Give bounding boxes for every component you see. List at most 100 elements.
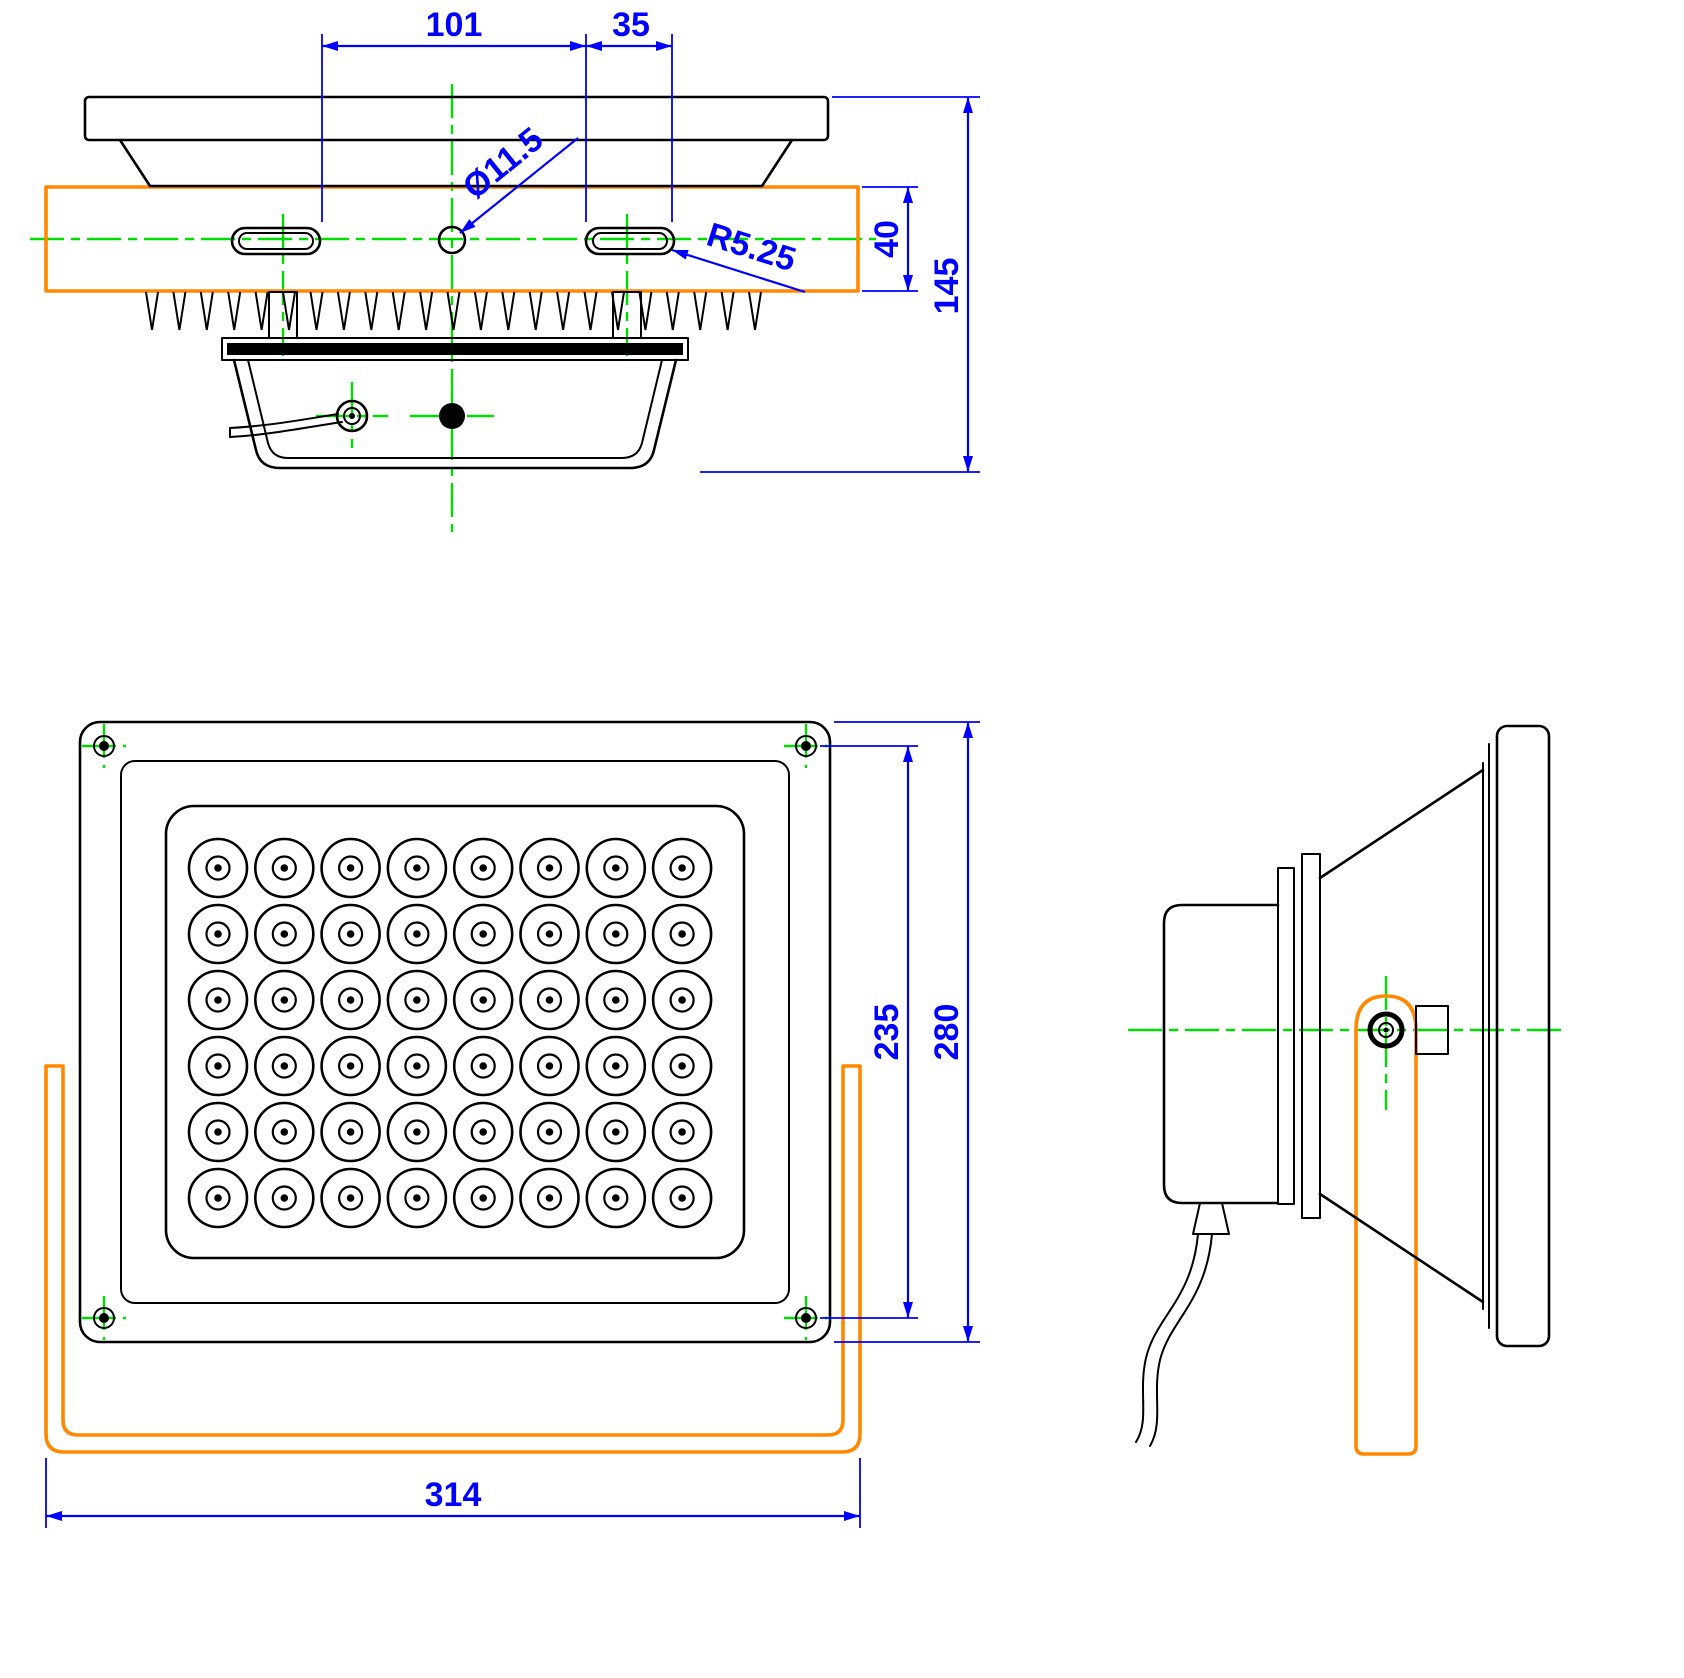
led-lens-inner bbox=[470, 1185, 496, 1211]
led-lens-inner bbox=[205, 1053, 231, 1079]
screw-center bbox=[801, 741, 811, 751]
fin bbox=[309, 291, 324, 331]
led-lens-outer bbox=[519, 1167, 580, 1229]
led-chip bbox=[413, 1062, 421, 1070]
led-lens-outer bbox=[452, 1101, 514, 1163]
led-lens-outer bbox=[253, 837, 315, 899]
led-lens-outer bbox=[187, 969, 249, 1031]
fin bbox=[583, 291, 598, 331]
led-lens-outer bbox=[187, 903, 249, 965]
front-face-side bbox=[1495, 724, 1551, 1348]
side-view bbox=[1128, 724, 1568, 1456]
led-lens-outer bbox=[452, 969, 514, 1031]
led-chip bbox=[280, 1128, 289, 1136]
led-chip bbox=[280, 1062, 289, 1070]
led-chip bbox=[280, 930, 289, 938]
led-lens-inner bbox=[603, 987, 629, 1013]
led-chip bbox=[346, 930, 355, 938]
housing-inner-frame bbox=[120, 760, 790, 1304]
corner-screw-bottom-right bbox=[784, 1296, 828, 1340]
led-lens-outer bbox=[452, 837, 514, 899]
bracket-arm-side bbox=[1354, 994, 1418, 1456]
led-lens-outer bbox=[386, 837, 448, 899]
led-chip bbox=[479, 864, 488, 872]
led-lens-inner bbox=[404, 921, 430, 947]
led-lens-inner bbox=[470, 855, 496, 881]
led-lens-inner bbox=[338, 1119, 364, 1145]
led-chip bbox=[214, 1194, 222, 1202]
led-lens-inner bbox=[470, 987, 496, 1013]
led-lens-outer bbox=[585, 969, 647, 1031]
led-lens-inner bbox=[338, 987, 364, 1013]
sealing-plug bbox=[439, 403, 465, 429]
led-lens-inner bbox=[536, 855, 563, 881]
led-lens-outer bbox=[651, 837, 713, 899]
fin bbox=[199, 291, 214, 331]
led-chip bbox=[678, 1194, 686, 1202]
gasket-fill bbox=[227, 343, 683, 355]
led-chip bbox=[612, 996, 620, 1004]
dim-value-hole-spacing: 101 bbox=[426, 6, 483, 44]
led-lens-inner bbox=[205, 921, 231, 947]
top-view: 101 35 Ø11.5 R5.25 40 145 bbox=[30, 6, 980, 532]
led-lens-outer bbox=[253, 969, 315, 1031]
screw-center bbox=[99, 1313, 109, 1323]
led-lens-outer bbox=[651, 903, 713, 965]
led-lens-inner bbox=[603, 855, 629, 881]
led-chip bbox=[678, 1062, 686, 1070]
fin bbox=[282, 291, 296, 331]
led-lens-inner bbox=[271, 921, 297, 947]
fin bbox=[227, 291, 242, 331]
led-lens-outer bbox=[519, 903, 580, 965]
led-lens-outer bbox=[320, 1035, 381, 1097]
led-chip bbox=[280, 996, 289, 1004]
led-lens-outer bbox=[320, 837, 381, 899]
mount-slot-right-inner bbox=[592, 232, 668, 250]
led-lens-outer bbox=[187, 1035, 249, 1097]
fin bbox=[748, 291, 762, 331]
rear-housing-inner bbox=[247, 359, 663, 459]
fin bbox=[391, 291, 406, 331]
dim-value-bracket-thickness: 40 bbox=[868, 220, 906, 258]
led-chip bbox=[479, 1194, 488, 1202]
led-lens-outer bbox=[386, 969, 448, 1031]
mounting-bracket-u bbox=[44, 1064, 862, 1454]
cable-gland-dot bbox=[349, 413, 355, 419]
led-lens-inner bbox=[669, 1053, 695, 1079]
fin bbox=[336, 291, 351, 331]
led-chip bbox=[545, 1062, 554, 1070]
led-lens-inner bbox=[470, 1053, 496, 1079]
led-lens-outer bbox=[386, 1101, 448, 1163]
led-lens-outer bbox=[585, 837, 647, 899]
led-lens-outer bbox=[386, 903, 448, 965]
led-chip bbox=[214, 1128, 222, 1136]
led-lens-outer bbox=[253, 903, 315, 965]
led-lens-outer bbox=[452, 1035, 514, 1097]
led-lens-outer bbox=[386, 1167, 448, 1229]
dim-value-overall-depth: 145 bbox=[928, 258, 966, 315]
led-lens-inner bbox=[271, 1119, 297, 1145]
led-chip bbox=[214, 930, 222, 938]
led-lens-outer bbox=[452, 903, 514, 965]
led-chip bbox=[413, 1194, 421, 1202]
led-lens-inner bbox=[470, 1119, 496, 1145]
mount-slot-right bbox=[584, 226, 676, 256]
led-lens-inner bbox=[271, 987, 297, 1013]
cable-side-line-1 bbox=[1135, 1233, 1199, 1443]
led-lens-outer bbox=[585, 1167, 647, 1229]
led-lens-outer bbox=[320, 1167, 381, 1229]
led-chip bbox=[612, 1062, 620, 1070]
fin bbox=[665, 291, 680, 331]
led-chip bbox=[612, 864, 620, 872]
center-mount-hole bbox=[437, 225, 467, 255]
led-lens-outer bbox=[651, 1035, 713, 1097]
led-lens-inner bbox=[338, 855, 364, 881]
led-lens-inner bbox=[536, 921, 563, 947]
cable-gland-inner bbox=[343, 407, 361, 425]
led-lens-inner bbox=[669, 1185, 695, 1211]
fin bbox=[501, 291, 516, 331]
led-lens-inner bbox=[603, 1119, 629, 1145]
dim-value-slot-length: 35 bbox=[612, 6, 650, 44]
fin bbox=[556, 291, 571, 331]
